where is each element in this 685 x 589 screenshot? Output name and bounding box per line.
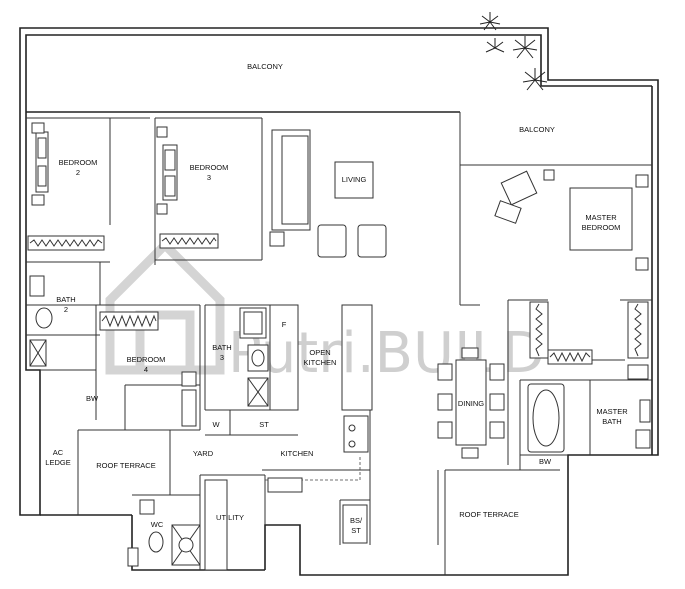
label-master-bath-2: BATH bbox=[602, 417, 621, 426]
label-bedroom-2-num: 2 bbox=[76, 168, 80, 177]
label-yard: YARD bbox=[193, 449, 214, 458]
label-ac-ledge: AC bbox=[53, 448, 64, 457]
label-bath-2: BATH bbox=[56, 295, 75, 304]
label-bs-st-2: ST bbox=[351, 526, 361, 535]
label-w: W bbox=[212, 420, 220, 429]
label-open-kitchen-2: KITCHEN bbox=[304, 358, 337, 367]
label-balcony-right: BALCONY bbox=[519, 125, 555, 134]
outer-walls bbox=[19, 27, 659, 576]
label-bath-3: BATH bbox=[212, 343, 231, 352]
label-balcony-top: BALCONY bbox=[247, 62, 283, 71]
furniture bbox=[27, 122, 651, 571]
label-bs-st: BS/ bbox=[350, 516, 363, 525]
label-bath-2-num: 2 bbox=[64, 305, 68, 314]
label-master-bedroom-2: BEDROOM bbox=[582, 223, 621, 232]
label-bedroom-4: BEDROOM bbox=[127, 355, 166, 364]
label-living: LIVING bbox=[342, 175, 367, 184]
label-roof-terrace-left: ROOF TERRACE bbox=[96, 461, 155, 470]
interior-walls bbox=[26, 112, 652, 575]
label-bedroom-3: BEDROOM bbox=[190, 163, 229, 172]
label-utility: UTILITY bbox=[216, 513, 244, 522]
label-fridge: F bbox=[282, 320, 287, 329]
label-bedroom-4-num: 4 bbox=[144, 365, 148, 374]
label-st: ST bbox=[259, 420, 269, 429]
label-wc: WC bbox=[151, 520, 164, 529]
label-master-bedroom: MASTER bbox=[585, 213, 617, 222]
label-bw-left: BW bbox=[86, 394, 99, 403]
plant-decoration bbox=[479, 12, 548, 91]
watermark-house-logo bbox=[105, 238, 225, 375]
label-open-kitchen: OPEN bbox=[309, 348, 330, 357]
label-bedroom-2: BEDROOM bbox=[59, 158, 98, 167]
label-ac-ledge-2: LEDGE bbox=[45, 458, 70, 467]
label-dining: DINING bbox=[458, 399, 484, 408]
label-bath-3-num: 3 bbox=[220, 353, 224, 362]
label-bedroom-3-num: 3 bbox=[207, 173, 211, 182]
label-bw-right: BW bbox=[539, 457, 552, 466]
label-kitchen: KITCHEN bbox=[281, 449, 314, 458]
label-roof-terrace-right: ROOF TERRACE bbox=[459, 510, 518, 519]
label-master-bath: MASTER bbox=[596, 407, 628, 416]
